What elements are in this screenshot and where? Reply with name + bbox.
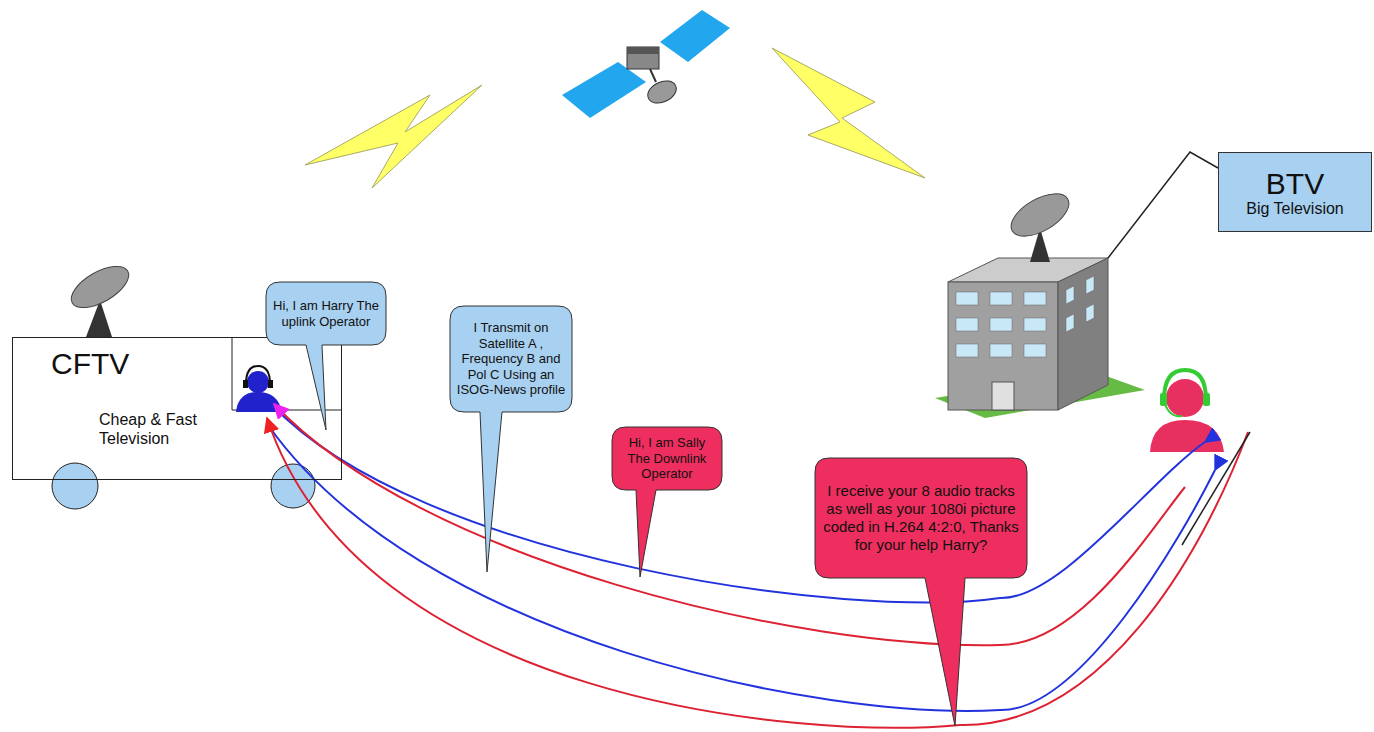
bubble-shape — [612, 427, 722, 577]
speech-bubble: I Transmit on Satellite A , Frequency B … — [450, 306, 572, 412]
harry-earpiece — [268, 380, 273, 388]
antenna-line — [1108, 152, 1218, 258]
bubble-text: Hi, I am Sally The Downlink Operator — [617, 435, 717, 482]
building-front — [948, 282, 1058, 410]
node-title: BTV — [1266, 167, 1324, 200]
bubble-shape — [266, 282, 386, 430]
van-fill — [12, 337, 342, 480]
satellite-top — [627, 47, 659, 54]
harry-earpiece — [243, 380, 248, 388]
satellite-body — [627, 47, 659, 69]
window — [1066, 314, 1074, 332]
signal-curve — [268, 425, 1215, 711]
window — [956, 292, 978, 305]
lightning-bolt — [772, 48, 925, 178]
signal-curve — [274, 404, 1185, 645]
window — [1024, 344, 1046, 357]
bubble-text: I Transmit on Satellite A , Frequency B … — [455, 320, 567, 398]
leader-line — [1182, 432, 1250, 545]
harry-head — [247, 371, 269, 393]
sally-body — [1150, 420, 1224, 452]
signal-curve — [267, 418, 1248, 728]
sally-earpiece — [1203, 393, 1210, 406]
speech-bubble: Hi, I am Harry The uplink Operator — [266, 282, 386, 345]
solar-panel — [660, 10, 730, 62]
window — [990, 344, 1012, 357]
node-subtitle: Cheap & Fast Television — [99, 410, 234, 448]
sally-head — [1166, 379, 1204, 417]
bubble-shape — [815, 458, 1027, 726]
window — [956, 318, 978, 331]
satellite-dish — [644, 77, 680, 108]
dish-stem — [650, 69, 656, 82]
window — [990, 318, 1012, 331]
speech-bubble: Hi, I am Sally The Downlink Operator — [612, 427, 722, 490]
node-subtitle: Big Television — [1246, 200, 1344, 218]
window — [990, 292, 1012, 305]
bubble-text: I receive your 8 audio tracks as well as… — [820, 482, 1022, 554]
bubble-shape — [450, 306, 572, 572]
window — [956, 344, 978, 357]
building-dish — [1004, 185, 1075, 245]
solar-panel — [562, 62, 646, 118]
lightning-bolt — [305, 85, 482, 188]
sally-headphones — [1164, 370, 1206, 400]
van-wheel — [52, 463, 98, 509]
van-dish — [65, 258, 135, 316]
window — [1066, 286, 1074, 304]
bubble-text: Hi, I am Harry The uplink Operator — [271, 298, 381, 329]
van-box: CFTV Cheap & Fast Television — [12, 337, 342, 480]
window — [1024, 292, 1046, 305]
harry-headphones — [246, 366, 270, 384]
window — [1086, 304, 1094, 322]
speech-bubble: I receive your 8 audio tracks as well as… — [815, 458, 1027, 578]
window — [1024, 318, 1046, 331]
node-title: CFTV — [51, 346, 221, 382]
label-box: BTVBig Television — [1218, 152, 1372, 232]
building-side — [1058, 258, 1108, 410]
window — [1086, 276, 1094, 294]
door — [992, 382, 1014, 410]
sally-mic — [1165, 404, 1182, 416]
windows — [956, 276, 1094, 357]
